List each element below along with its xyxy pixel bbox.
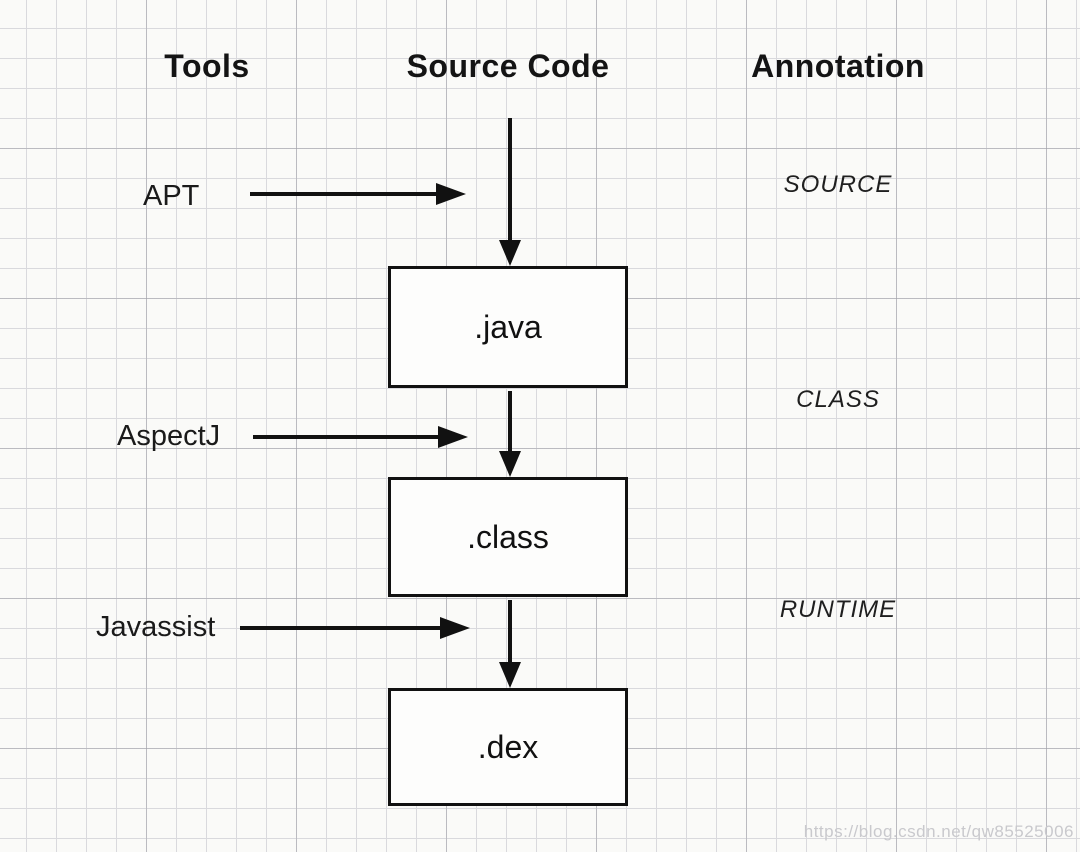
- stage-box-class: .class: [388, 477, 628, 597]
- annotation-class: CLASS: [796, 386, 880, 413]
- arrow-source-to-java: [499, 118, 521, 266]
- arrow-java-to-class: [499, 391, 521, 477]
- arrow-class-to-dex: [499, 600, 521, 688]
- column-header-source-code: Source Code: [406, 48, 610, 84]
- stage-label-java: .java: [474, 308, 542, 345]
- annotation-runtime: RUNTIME: [779, 596, 897, 623]
- tool-label-aspectj: AspectJ: [117, 420, 221, 452]
- stage-label-class: .class: [467, 518, 549, 555]
- arrow-javassist: [240, 617, 470, 639]
- column-header-annotation: Annotation: [751, 48, 925, 84]
- tool-label-javassist: Javassist: [96, 611, 216, 643]
- stage-box-java: .java: [388, 266, 628, 388]
- stage-box-dex: .dex: [388, 688, 628, 806]
- annotation-source: SOURCE: [783, 171, 893, 198]
- arrow-aspectj: [253, 426, 468, 448]
- tool-label-apt: APT: [143, 180, 200, 212]
- column-header-tools: Tools: [164, 48, 250, 84]
- watermark-text: https://blog.csdn.net/qw85525006: [803, 822, 1074, 841]
- stage-label-dex: .dex: [477, 728, 539, 765]
- arrow-apt: [250, 183, 466, 205]
